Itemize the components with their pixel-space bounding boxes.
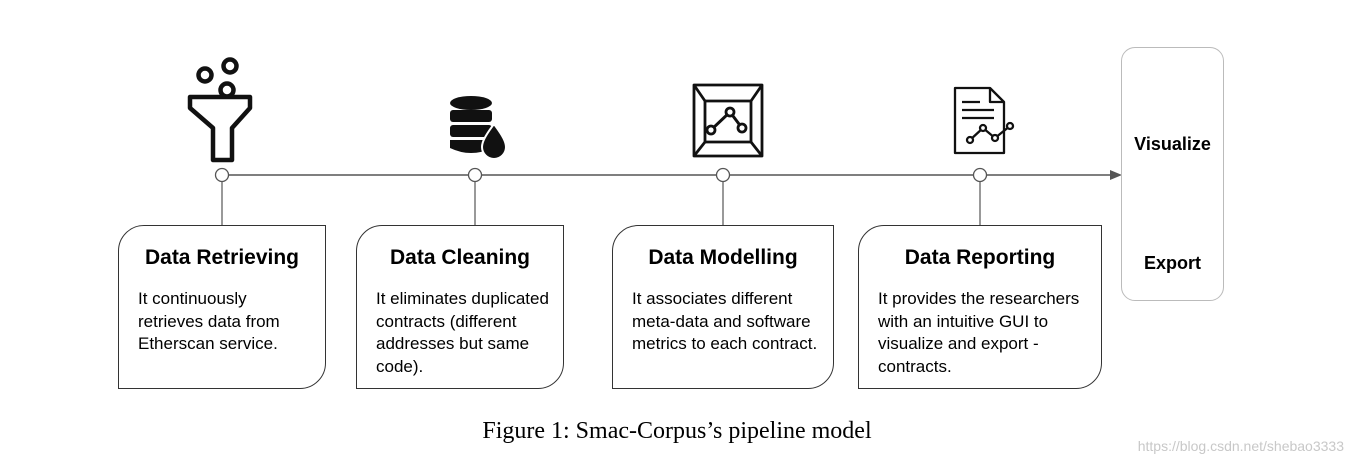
step-title: Data Retrieving [144, 246, 300, 269]
step-box-modelling: Data Modelling It associates different m… [612, 225, 834, 389]
step-box-reporting: Data Reporting It provides the researche… [858, 225, 1102, 389]
step-description: It continuously retrieves data from Ethe… [138, 289, 280, 353]
step-connectors [221, 181, 981, 225]
database-drop-icon [450, 96, 508, 160]
figure-caption: Figure 1: Smac-Corpus’s pipeline model [482, 418, 872, 444]
step-description: It provides the researchers with an intu… [878, 289, 1080, 376]
visualize-label: Visualize [1134, 134, 1211, 154]
step-box-retrieving: Data Retrieving It continuously retrieve… [118, 225, 326, 389]
timeline-nodes [214, 167, 988, 183]
model-box-icon [692, 83, 764, 158]
output-panel: Visualize Export [1121, 47, 1224, 301]
funnel-icon [187, 57, 253, 163]
step-title: Data Cleaning [389, 246, 531, 269]
node-modelling [715, 167, 731, 183]
node-retrieving [214, 167, 230, 183]
export-label: Export [1143, 253, 1201, 273]
node-cleaning [467, 167, 483, 183]
step-description: It associates different meta-data and so… [632, 289, 818, 353]
step-title: Data Modelling [648, 246, 798, 269]
watermark: https://blog.csdn.net/shebao3333 [1137, 438, 1344, 454]
timeline-arrowhead [1110, 170, 1122, 180]
step-box-cleaning: Data Cleaning It eliminates duplicated c… [356, 225, 564, 389]
step-title: Data Reporting [904, 246, 1056, 269]
node-reporting [972, 167, 988, 183]
report-document-icon [953, 86, 1015, 155]
step-description: It eliminates duplicated contracts (diff… [376, 289, 549, 376]
